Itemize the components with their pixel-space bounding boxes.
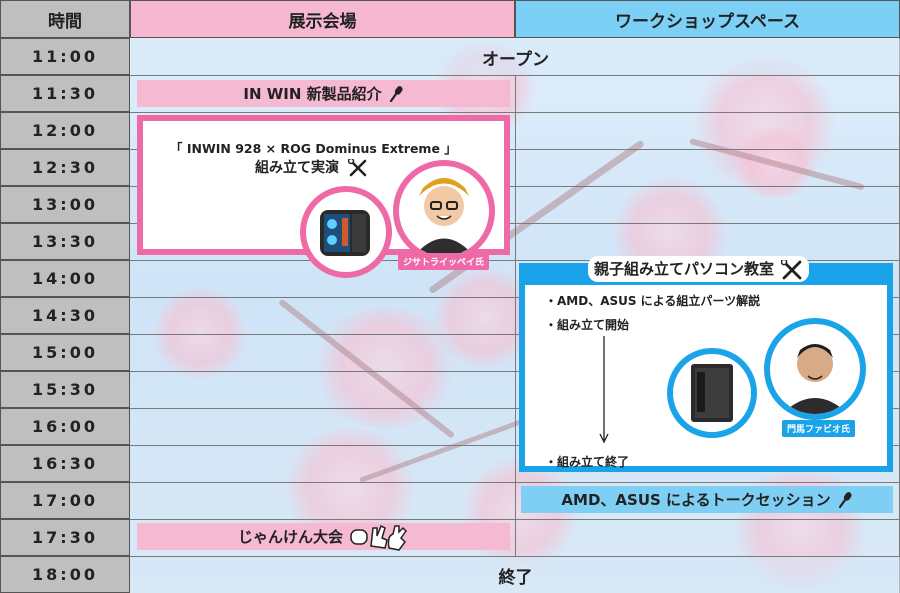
time-label: 16:00 [32,417,98,436]
pc-case-image [300,186,392,278]
event-talk-session: AMD、ASUS によるトークセッション [521,486,893,513]
header-time: 時間 [0,0,130,38]
presenter-photo-jisatora [393,160,495,262]
event-janken: じゃんけん大会 [137,522,510,552]
time-label: 15:30 [32,380,98,399]
header-venue: 展示会場 [130,0,515,38]
time-cell: 11:00 [0,38,130,75]
time-cell: 16:30 [0,445,130,482]
build-demo-subtitle-label: 組み立て実演 [255,160,339,176]
microphone-icon [837,491,853,509]
class-item-parts: ・AMD、ASUS による組立パーツ解説 [545,294,761,308]
event-janken-label: じゃんけん大会 [237,528,343,546]
class-item-end: ・組み立て終了 [545,455,630,469]
time-label: 14:30 [32,306,98,325]
build-demo-title: 「 INWIN 928 × ROG Dominus Extreme 」 [170,141,457,156]
grid-line [130,556,900,557]
header-workshop-label: ワークショップスペース [615,11,800,32]
event-inwin-intro-label: IN WIN 新製品紹介 [243,85,382,103]
event-talk-session-label: AMD、ASUS によるトークセッション [561,491,831,509]
time-label: 11:30 [32,84,98,103]
time-label: 13:00 [32,195,98,214]
time-cell: 17:30 [0,519,130,556]
time-cell: 13:00 [0,186,130,223]
time-label: 18:00 [32,565,98,584]
event-open-label: オープン [482,49,549,70]
time-cell: 18:00 [0,556,130,593]
time-label: 17:00 [32,491,98,510]
time-label: 16:30 [32,454,98,473]
time-label: 15:00 [32,343,98,362]
time-cell: 14:00 [0,260,130,297]
time-cell: 16:00 [0,408,130,445]
time-cell: 12:30 [0,149,130,186]
class-title: 親子組み立てパソコン教室 [588,256,810,282]
event-close: 終了 [131,557,900,593]
event-close-label: 終了 [498,567,533,588]
rock-paper-scissors-icon [349,522,409,552]
time-label: 17:30 [32,528,98,547]
presenter-tag-jisatora: ジサトライッペイ氏 [398,253,490,270]
presenter-photo-fabio [764,318,866,420]
event-inwin-intro: IN WIN 新製品紹介 [137,80,510,107]
time-cell: 13:30 [0,223,130,260]
header-time-label: 時間 [48,11,82,32]
time-label: 12:30 [32,158,98,177]
time-label: 14:00 [32,269,98,288]
time-cell: 11:30 [0,75,130,112]
presenter-tag-fabio: 門馬ファビオ氏 [782,420,856,437]
header-workshop: ワークショップスペース [515,0,900,38]
build-demo-subtitle: 組み立て実演 [255,157,368,177]
time-label: 12:00 [32,121,98,140]
pc-case-image [667,348,757,438]
header-venue-label: 展示会場 [288,11,357,32]
time-cell: 15:30 [0,371,130,408]
time-cell: 15:00 [0,334,130,371]
time-cell: 14:30 [0,297,130,334]
tools-icon [347,159,368,177]
column-divider [515,75,516,556]
microphone-icon [388,85,404,103]
time-label: 11:00 [32,47,98,66]
arrow-down-icon [598,336,610,446]
tools-icon [781,259,803,280]
class-title-label: 親子組み立てパソコン教室 [594,260,775,278]
event-open: オープン [131,39,900,75]
class-item-start: ・組み立て開始 [545,318,630,332]
time-cell: 12:00 [0,112,130,149]
time-cell: 17:00 [0,482,130,519]
time-label: 13:30 [32,232,98,251]
